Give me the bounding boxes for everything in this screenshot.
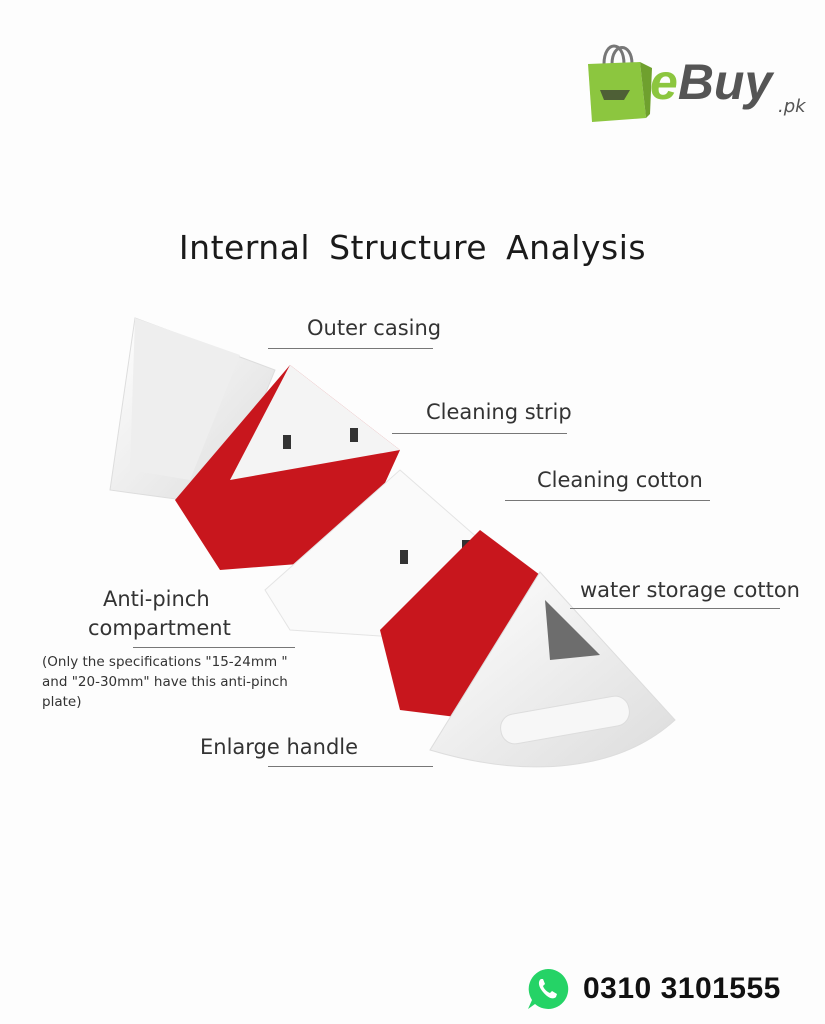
leader-line <box>268 348 433 349</box>
brand-name: eBuy <box>650 54 773 110</box>
page-title: Internal Structure Analysis <box>178 228 647 267</box>
product-exploded-view <box>109 317 676 768</box>
anti-pinch-note: (Only the specifications "15-24mm " and … <box>42 654 288 710</box>
label-cleaning-cotton: Cleaning cotton <box>537 468 703 492</box>
label-outer-casing: Outer casing <box>307 316 442 340</box>
label-water-storage-cotton: water storage cotton <box>580 578 800 602</box>
cleaning-strip-part <box>175 365 400 570</box>
phone-number: 0310 3101555 <box>583 972 781 1005</box>
leader-line <box>570 608 780 609</box>
label-anti-pinch-1: Anti-pinch <box>103 587 210 611</box>
water-storage-part <box>380 530 540 720</box>
leader-line <box>505 500 710 501</box>
whatsapp-icon <box>528 968 569 1009</box>
leader-line <box>392 433 567 434</box>
label-anti-pinch-2: compartment <box>88 616 231 640</box>
label-enlarge-handle: Enlarge handle <box>200 735 359 759</box>
shopping-bag-icon <box>588 44 652 122</box>
label-cleaning-strip: Cleaning strip <box>426 400 572 424</box>
enlarge-handle-part <box>429 571 676 768</box>
brand-logo: eBuy .pk <box>584 38 809 128</box>
contact-phone[interactable]: 0310 3101555 <box>525 966 781 1012</box>
brand-suffix: .pk <box>778 96 806 117</box>
leader-line <box>133 647 295 648</box>
leader-line <box>268 766 433 767</box>
